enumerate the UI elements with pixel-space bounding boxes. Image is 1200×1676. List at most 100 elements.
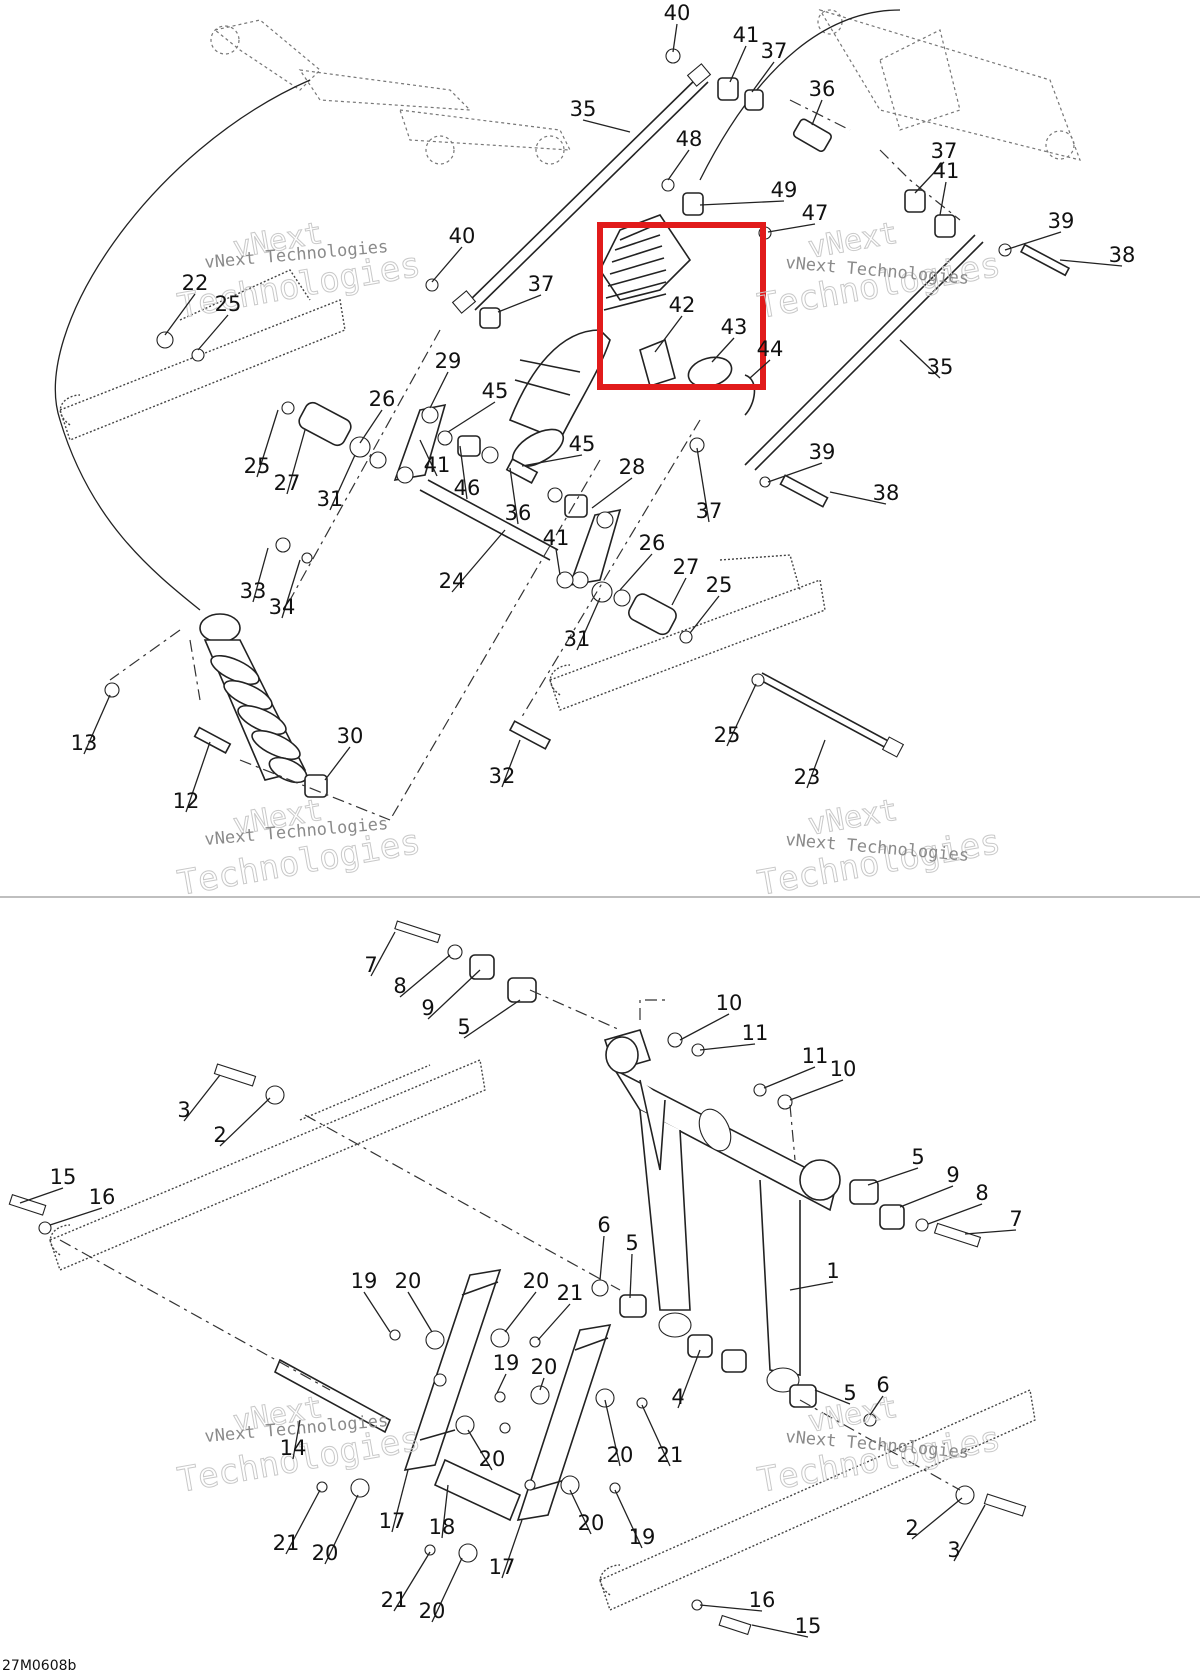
top-leader-47 xyxy=(829,491,887,505)
top-callout-2: 41 xyxy=(733,23,760,47)
top-leader-20 xyxy=(419,439,438,477)
top-leader-24 xyxy=(256,409,279,478)
bottom-leader-38 xyxy=(614,1489,643,1549)
leader-lines-bottom xyxy=(19,931,1017,1638)
bottom-callout-20: 19 xyxy=(351,1269,378,1293)
bottom-leader-33 xyxy=(391,1469,409,1533)
top-callout-16: 45 xyxy=(482,379,509,403)
top-leader-27 xyxy=(252,547,269,603)
small-hardware-bottom xyxy=(8,920,1027,1636)
bottom-leader-6 xyxy=(699,1043,756,1051)
bottom-leader-42 xyxy=(393,1551,431,1612)
bottom-callout-23: 21 xyxy=(557,1281,584,1305)
bottom-leader-37 xyxy=(569,1489,592,1535)
bottom-callout-19: 5 xyxy=(625,1231,638,1255)
assembly-lines-bottom xyxy=(59,989,961,1491)
top-leader-12 xyxy=(197,314,229,351)
top-leader-42 xyxy=(939,181,947,216)
rocker-arm-29 xyxy=(393,403,447,484)
bottom-callout-2: 8 xyxy=(393,974,406,998)
top-leader-1 xyxy=(672,23,678,53)
bottom-callout-30: 20 xyxy=(479,1447,506,1471)
bottom-callout-28: 6 xyxy=(876,1373,889,1397)
bottom-callout-8: 10 xyxy=(830,1057,857,1081)
bottom-callout-14: 9 xyxy=(946,1163,959,1187)
top-leader-7 xyxy=(699,200,785,206)
top-leader-18 xyxy=(429,371,449,409)
bottom-callout-36: 20 xyxy=(312,1541,339,1565)
top-leader-32 xyxy=(671,577,687,606)
bottom-leader-40 xyxy=(953,1504,986,1562)
top-leader-44 xyxy=(1059,259,1123,267)
top-callout-6: 48 xyxy=(676,127,703,151)
highlighted-bumper-parts xyxy=(639,338,756,416)
top-callout-18: 29 xyxy=(435,349,462,373)
top-callout-47: 38 xyxy=(873,481,900,505)
top-callout-41: 37 xyxy=(931,139,958,163)
top-callout-14: 43 xyxy=(721,315,748,339)
top-leader-3 xyxy=(751,61,775,93)
top-leader-15 xyxy=(749,359,771,379)
bottom-leader-41 xyxy=(501,1519,523,1579)
top-callout-31: 26 xyxy=(639,531,666,555)
bottom-callout-3: 9 xyxy=(421,996,434,1020)
highlight-box xyxy=(597,222,766,390)
bottom-leader-27 xyxy=(814,1389,851,1405)
top-leader-38 xyxy=(501,739,521,788)
top-leader-48 xyxy=(696,447,710,523)
top-callout-42: 41 xyxy=(933,159,960,183)
bottom-leader-19 xyxy=(629,1253,633,1299)
top-callout-45: 35 xyxy=(927,355,954,379)
ski-rail-top-left xyxy=(59,269,346,441)
bottom-callout-9: 3 xyxy=(177,1098,190,1122)
bottom-leader-14 xyxy=(899,1185,954,1208)
top-callout-44: 38 xyxy=(1109,243,1136,267)
bottom-callout-16: 7 xyxy=(1009,1207,1022,1231)
top-callout-9: 40 xyxy=(449,224,476,248)
bottom-callout-25: 20 xyxy=(531,1355,558,1379)
bottom-leader-2 xyxy=(399,954,451,998)
cross-shaft-18 xyxy=(433,1458,522,1522)
bottom-callout-38: 19 xyxy=(629,1525,656,1549)
assembly-lines-top xyxy=(109,99,961,821)
top-leader-9 xyxy=(431,246,463,283)
bottom-leader-43 xyxy=(431,1557,463,1623)
ski-rail-bottom-right xyxy=(599,1388,1036,1611)
top-leader-2 xyxy=(729,45,747,83)
bottom-callout-22: 20 xyxy=(523,1269,550,1293)
bottom-leader-32 xyxy=(604,1399,621,1467)
ghost-frame-top-left xyxy=(54,19,572,611)
suspension-arm-17-left xyxy=(403,1268,502,1472)
bottom-callout-5: 10 xyxy=(716,991,743,1015)
top-leader-19 xyxy=(521,454,583,467)
top-callout-40: 23 xyxy=(794,765,821,789)
bottom-callout-44: 16 xyxy=(749,1588,776,1612)
bottom-leader-29 xyxy=(292,1419,301,1460)
top-callout-17: 26 xyxy=(369,387,396,411)
top-callout-10: 37 xyxy=(528,272,555,296)
top-callout-23: 28 xyxy=(619,455,646,479)
ski-rail-bottom-left xyxy=(49,1059,486,1271)
top-leader-34 xyxy=(576,597,601,651)
tie-rod-35-right xyxy=(744,234,984,471)
small-hardware-top xyxy=(104,48,1071,798)
bottom-callout-34: 18 xyxy=(429,1515,456,1539)
bottom-leader-17 xyxy=(789,1281,834,1291)
bottom-leader-8 xyxy=(789,1079,844,1101)
bottom-callout-45: 15 xyxy=(795,1614,822,1638)
top-callout-37: 12 xyxy=(173,789,200,813)
top-callout-25: 27 xyxy=(274,471,301,495)
top-leader-13 xyxy=(654,315,683,353)
top-callout-19: 45 xyxy=(569,432,596,456)
suspension-arm-17-right xyxy=(516,1323,612,1522)
bottom-leader-25 xyxy=(539,1377,545,1391)
bottom-leader-34 xyxy=(441,1484,449,1539)
bottom-leader-15 xyxy=(927,1203,983,1225)
top-leader-26 xyxy=(329,454,356,511)
top-callout-34: 31 xyxy=(564,627,591,651)
bottom-leader-20 xyxy=(363,1291,391,1333)
ghost-frame-top-right xyxy=(699,8,1081,181)
shaft-14 xyxy=(273,1358,392,1434)
